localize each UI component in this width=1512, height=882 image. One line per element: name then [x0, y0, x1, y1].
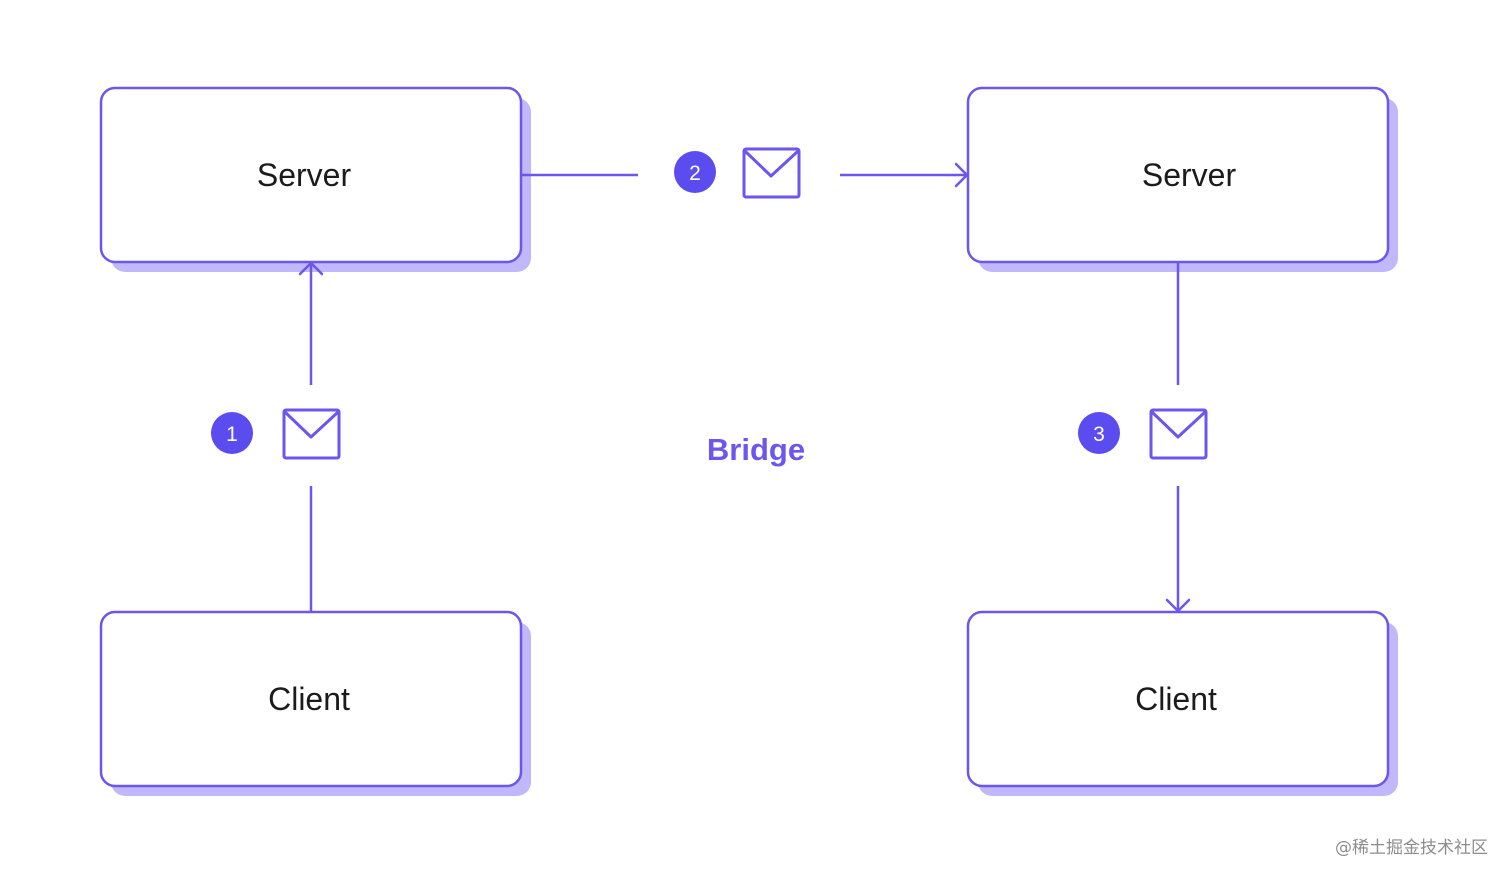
envelope-flap	[284, 411, 339, 439]
envelope-flap	[1151, 411, 1206, 439]
step-1: 1	[211, 408, 341, 460]
node-label: Server	[1142, 157, 1237, 193]
watermark: @稀土掘金技术社区	[1335, 838, 1488, 858]
step-number: 2	[689, 162, 701, 185]
arrow-up-icon	[298, 261, 324, 276]
step-number: 1	[226, 423, 238, 446]
envelope-flap	[744, 150, 799, 178]
arrow-right-icon	[954, 162, 969, 188]
node-left-client: Client	[99, 610, 531, 796]
step-3: 3	[1078, 408, 1208, 460]
bridge-label: Bridge	[707, 432, 805, 467]
envelope-icon	[742, 147, 801, 199]
node-right-server: Server	[966, 86, 1398, 272]
node-label: Server	[257, 157, 352, 193]
node-label: Client	[1135, 681, 1217, 717]
connector-client-to-server	[298, 261, 324, 612]
connector-server-to-server	[521, 162, 969, 188]
connector-server-to-client	[1165, 262, 1191, 613]
envelope-icon	[1149, 408, 1208, 460]
node-label: Client	[268, 681, 350, 717]
node-right-client: Client	[966, 610, 1398, 796]
envelope-icon	[282, 408, 341, 460]
node-left-server: Server	[99, 86, 531, 272]
step-2: 2	[674, 147, 801, 199]
arrow-down-icon	[1165, 598, 1191, 613]
step-number: 3	[1093, 423, 1105, 446]
step-badge	[211, 412, 253, 454]
step-badge	[1078, 412, 1120, 454]
step-badge	[674, 151, 716, 193]
